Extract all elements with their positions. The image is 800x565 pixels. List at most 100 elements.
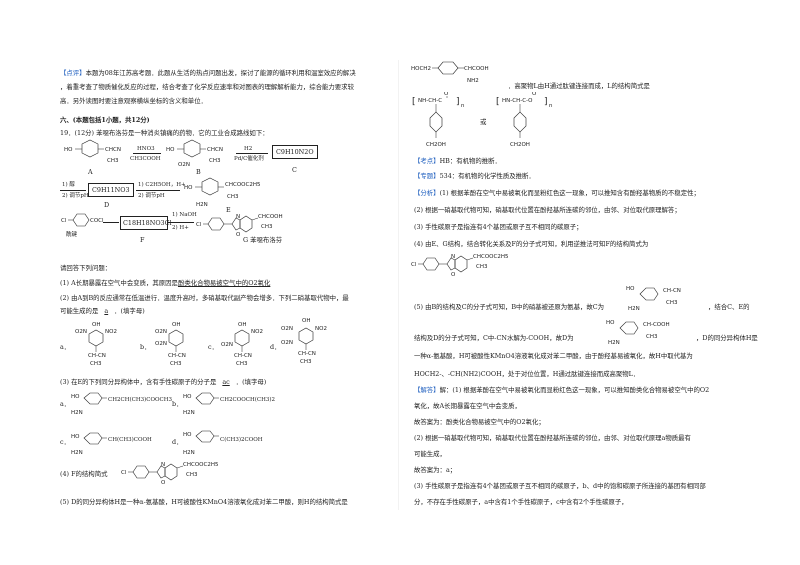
svg-text:HO: HO — [166, 147, 175, 153]
analysis-6: 结构及D的分子式可知，C中-CN水解为-COOH，故D为 — [414, 334, 574, 342]
svg-text:H2N: H2N — [183, 450, 195, 456]
svg-text:[: [ — [496, 97, 500, 107]
svg-text:NO2: NO2 — [251, 329, 263, 335]
analysis-6-tail: ，D的同分异构体H是 — [696, 334, 758, 342]
solution-6: 故答案为：a； — [414, 466, 457, 474]
svg-text:CH3: CH3 — [236, 361, 248, 366]
isomer-b-structure: HO H2N — [182, 388, 242, 418]
analysis-2: (2) 根据一硝基取代物可知，硝基取代位置在酚羟基所连碳的邻位，由邻、对位取代原… — [414, 206, 681, 214]
svg-text:O2N: O2N — [178, 162, 190, 168]
comment-tag: 【点评】 — [60, 69, 86, 77]
analysis-5: (5) 由B的结构及C的分子式可知，B中的硝基被还原为氨基，故C为 — [414, 303, 605, 311]
formula-d: C9H11NO3 — [92, 186, 130, 194]
reaction-arrow-2 — [236, 153, 268, 154]
svg-text:OH: OH — [238, 322, 246, 328]
option-c-label: c． — [208, 343, 218, 351]
svg-text:HO: HO — [606, 320, 615, 326]
svg-text:CH3: CH3 — [476, 264, 488, 270]
solution-2: 氧化，故A长期暴露在空气中会变质， — [414, 402, 521, 410]
question-2-line-1: (2) 由A到B的反应通常在低温进行．温度升高时，多硝基取代副产物会增多．下列二… — [60, 294, 349, 302]
reagent-2-bottom: Pd/C催化剂 — [234, 156, 264, 162]
question-5: (5) D的同分异构体H是一种α-氨基酸，H可被酸性KMnO4溶液氧化成对苯二甲… — [60, 498, 348, 506]
reagent-4b: 2) 调节pH — [138, 193, 165, 199]
svg-text:]: ] — [456, 97, 460, 107]
analysis-8: HOCH2-、-CH(NH2)COOH，处于对位位置，H通过肽键连接而成高聚物L… — [414, 370, 640, 378]
label-g: G 苯噁布洛芬 — [243, 236, 283, 244]
analysis-5-tail: ，结合C、E的 — [708, 303, 750, 311]
svg-text:HO: HO — [183, 394, 192, 400]
svg-text:CHCOOC2H5: CHCOOC2H5 — [473, 254, 509, 260]
svg-text:n: n — [461, 103, 465, 109]
svg-text:HO: HO — [71, 434, 80, 440]
isomer-a-chain: CH2CH(CH3)COOCH3 — [108, 397, 173, 403]
svg-text:CH3: CH3 — [646, 334, 658, 340]
solution-1: 【解答】解：(1) 根据苯酚在空气中易被氧化而显粉红色这一现象，可以推知酚类化合… — [414, 386, 710, 394]
reaction-arrow-5 — [103, 222, 119, 223]
box-d — [88, 183, 134, 197]
reagent-1-bottom: CH3COOH — [130, 156, 161, 162]
ask-line: 请回答下列问题： — [60, 264, 112, 272]
svg-text:n: n — [549, 103, 553, 109]
answer-2: a — [104, 307, 109, 315]
svg-text:Cl: Cl — [61, 218, 67, 224]
svg-text:CH-COOH: CH-COOH — [643, 322, 670, 328]
svg-text:H2N: H2N — [71, 450, 83, 456]
svg-text:HN-CH-C-O: HN-CH-C-O — [502, 98, 533, 104]
svg-text:OH: OH — [302, 318, 310, 324]
svg-text:O2N: O2N — [155, 329, 167, 335]
svg-text:H2N: H2N — [608, 340, 620, 346]
svg-text:H2N: H2N — [628, 306, 640, 312]
option-b-label: b． — [140, 343, 151, 351]
svg-text:CH3: CH3 — [90, 361, 102, 366]
svg-text:CH3: CH3 — [186, 472, 198, 478]
svg-text:CH-CN: CH-CN — [88, 353, 106, 359]
label-e: E — [226, 206, 231, 214]
svg-text:N: N — [161, 462, 165, 468]
answer-3: ac — [222, 378, 230, 386]
comment-line-1: 【点评】本题为08年江苏高考题．此题从生活的热点问题出发，探讨了能源的循环利用和… — [60, 69, 356, 77]
svg-text:COCl: COCl — [90, 218, 104, 224]
svg-text:O2N: O2N — [281, 340, 293, 346]
svg-text:NO2: NO2 — [315, 326, 327, 332]
svg-text:CHCN: CHCN — [105, 147, 121, 153]
label-c: C — [292, 166, 297, 174]
svg-text:Cl: Cl — [196, 222, 202, 228]
svg-text:O: O — [236, 232, 241, 238]
svg-text:CH3: CH3 — [300, 359, 312, 364]
svg-text:CHCOOH: CHCOOH — [258, 214, 283, 220]
answer-1: 酚类化合物易被空气中的O2氧化 — [177, 279, 271, 287]
svg-text:OH: OH — [92, 322, 100, 328]
svg-text:O: O — [451, 272, 456, 278]
svg-text:NH2: NH2 — [467, 78, 479, 84]
reagent-3b: 2) 调节pH — [62, 193, 89, 199]
svg-text:HOCH2: HOCH2 — [411, 66, 431, 72]
solution-4: (2) 根据一硝基取代物可知，硝基取代位置在酚羟基所连碳的邻位，由邻、对位取代原… — [414, 434, 691, 442]
polymer-sentence: ．高聚物L由H通过肽键连接而成，L的结构简式是 — [508, 82, 650, 90]
label-f: F — [140, 236, 145, 244]
comment-line-3: 高．另外读图时要注意观察横纵坐标的含义和单位． — [60, 97, 207, 105]
solution-8: 分，不存在手性碳原子，a中含有1个手性碳原子，c中含有2个手性碳原子， — [414, 498, 628, 506]
svg-text:NO2: NO2 — [105, 329, 117, 335]
svg-text:CH3: CH3 — [666, 300, 678, 306]
svg-text:CH-CN: CH-CN — [663, 288, 681, 294]
svg-text:O2N: O2N — [75, 329, 87, 335]
solution-7: (3) 手性碳原子是指连有4个基团或原子互不相同的碳原子，b、d中的饱和碳原子所… — [414, 482, 706, 490]
comment-line-2: ，着重考查了物质催化反应的过程，结合考查了化学反应速率和对图表的理解解析能力，综… — [60, 83, 354, 91]
svg-text:CH3: CH3 — [261, 224, 273, 230]
svg-text:]: ] — [544, 97, 548, 107]
or-word: 或 — [480, 118, 487, 126]
isomer-c-label: c． — [60, 438, 70, 446]
structure-d-analysis: HO CH-COOH CH3 H2N — [600, 316, 700, 352]
analysis-7: 一种α-氨基酸，H可被酸性KMnO4溶液氧化成对苯二甲酸，由于酚羟基易被氧化，故… — [414, 352, 693, 360]
svg-text:O2N: O2N — [155, 341, 167, 347]
box-c — [272, 145, 318, 159]
svg-text:H2N: H2N — [196, 202, 208, 208]
